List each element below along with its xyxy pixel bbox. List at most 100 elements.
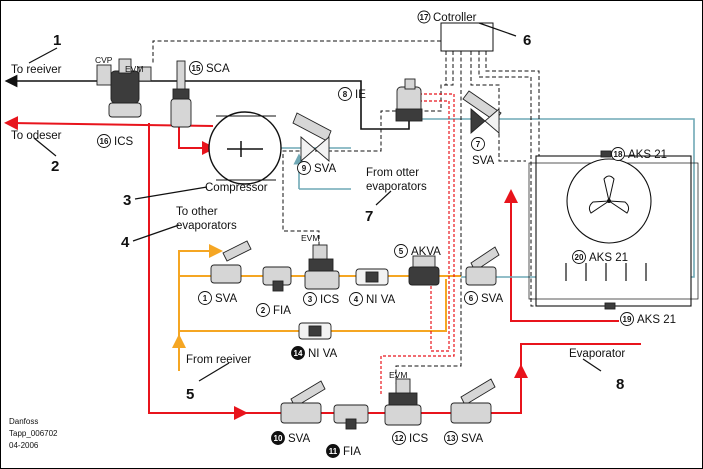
controller-number: 17 — [420, 13, 429, 22]
to-condenser-label: To odeser — [11, 130, 62, 142]
component-16-label: ICS — [114, 136, 134, 148]
callout-4: 4 — [121, 234, 130, 251]
callout-2: 2 — [51, 158, 59, 175]
compressor-label: Compressor — [205, 182, 268, 194]
controller-label: Cotroller — [433, 12, 477, 24]
component-11-label: FIA — [343, 446, 361, 458]
component-10-badge — [271, 431, 285, 445]
component-10-number: 10 — [274, 434, 283, 443]
valve-ics-12 — [384, 378, 422, 426]
component-18-number: 18 — [614, 150, 623, 159]
component-14-number: 14 — [294, 349, 303, 358]
evm-label-mid: EVM — [301, 233, 319, 243]
callout-6: 6 — [523, 32, 531, 49]
valve-sva-9 — [292, 112, 332, 162]
valve-ics-16 — [96, 58, 152, 118]
component-3-number: 3 — [308, 295, 313, 304]
component-3-badge — [303, 292, 317, 306]
from-other-evaporators-line1: From otter — [366, 167, 419, 179]
component-4-badge — [349, 292, 363, 306]
component-18-label: AKS 21 — [628, 149, 667, 161]
callout-3: 3 — [123, 192, 131, 209]
component-19-number: 19 — [623, 315, 632, 324]
component-19-badge — [620, 312, 634, 326]
evm-label-bottom: EVM — [389, 370, 407, 380]
control-wiring — [152, 40, 606, 394]
callout-7: 7 — [365, 208, 373, 225]
component-20-label: AKS 21 — [589, 252, 628, 264]
evm-label-top: EVM — [125, 64, 143, 74]
component-8-badge — [338, 87, 352, 101]
component-15-label: SCA — [206, 63, 230, 75]
component-19-label: AKS 21 — [637, 314, 676, 326]
sensor-aks21-18 — [600, 150, 612, 158]
compressor: Compressor — [205, 111, 282, 194]
component-2-number: 2 — [261, 306, 266, 315]
footer-date: 04-2006 — [9, 441, 39, 450]
component-9-label: SVA — [314, 163, 336, 175]
valve-sva-1 — [210, 240, 252, 284]
valve-sva-6 — [465, 246, 500, 286]
footer-code: Tapp_006702 — [9, 429, 58, 438]
callout-5: 5 — [186, 386, 194, 403]
component-13-badge — [444, 431, 458, 445]
component-11-number: 11 — [329, 447, 338, 456]
component-6-number: 6 — [469, 294, 474, 303]
valve-akva-5 — [408, 255, 440, 286]
component-6-badge — [464, 291, 478, 305]
component-2-label: FIA — [273, 305, 291, 317]
valve-niva-4 — [355, 268, 389, 286]
controller: 17 Cotroller — [417, 10, 517, 52]
component-7-label: SVA — [472, 155, 494, 167]
valve-sca-15 — [170, 60, 192, 128]
component-10-label: SVA — [288, 433, 310, 445]
component-16-badge — [97, 134, 111, 148]
component-15-number: 15 — [192, 64, 201, 73]
component-5-label: AKVA — [411, 246, 441, 258]
component-5-badge — [394, 244, 408, 258]
component-20-number: 20 — [575, 253, 584, 262]
to-other-evaporators-line1: To other — [176, 206, 218, 218]
component-12-number: 12 — [395, 434, 404, 443]
wet-suction-lines — [4, 74, 410, 130]
evaporator — [528, 155, 699, 307]
component-4-label: NI VA — [366, 294, 396, 306]
component-3-label: ICS — [320, 294, 340, 306]
component-9-number: 9 — [302, 164, 307, 173]
component-8-number: 8 — [343, 90, 348, 99]
component-12-badge — [392, 431, 406, 445]
cvp-label: CVP — [95, 55, 113, 65]
valve-fia-2 — [262, 266, 292, 292]
component-15-badge — [189, 61, 203, 75]
controller-number-badge — [417, 10, 431, 24]
component-14-badge — [291, 346, 305, 360]
valve-ie-8 — [395, 78, 423, 122]
valve-ics-3 — [304, 244, 340, 290]
component-12-label: ICS — [409, 433, 429, 445]
component-16-number: 16 — [100, 137, 109, 146]
component-7-badge — [471, 137, 485, 151]
from-receiver-label: From reeiver — [186, 354, 251, 366]
component-9-badge — [297, 161, 311, 175]
to-receiver-label: To reeiver — [11, 64, 62, 76]
component-13-label: SVA — [461, 433, 483, 445]
component-8-label: IE — [355, 89, 366, 101]
component-4-number: 4 — [354, 295, 359, 304]
valve-niva-14 — [298, 322, 332, 340]
component-5-number: 5 — [399, 247, 404, 256]
valve-sva-13 — [450, 378, 496, 424]
valve-fia-11 — [333, 404, 369, 430]
valve-sva-7 — [462, 90, 502, 134]
component-2-badge — [256, 303, 270, 317]
callout-8: 8 — [616, 376, 624, 393]
component-13-number: 13 — [447, 434, 456, 443]
component-1-badge — [198, 291, 212, 305]
to-other-evaporators-line2: evaporators — [176, 220, 237, 232]
evaporator-label: Evaporator — [569, 348, 625, 360]
component-7-number: 7 — [476, 140, 481, 149]
component-1-label: SVA — [215, 293, 237, 305]
component-14-label: NI VA — [308, 348, 338, 360]
valve-sva-10 — [280, 380, 326, 424]
